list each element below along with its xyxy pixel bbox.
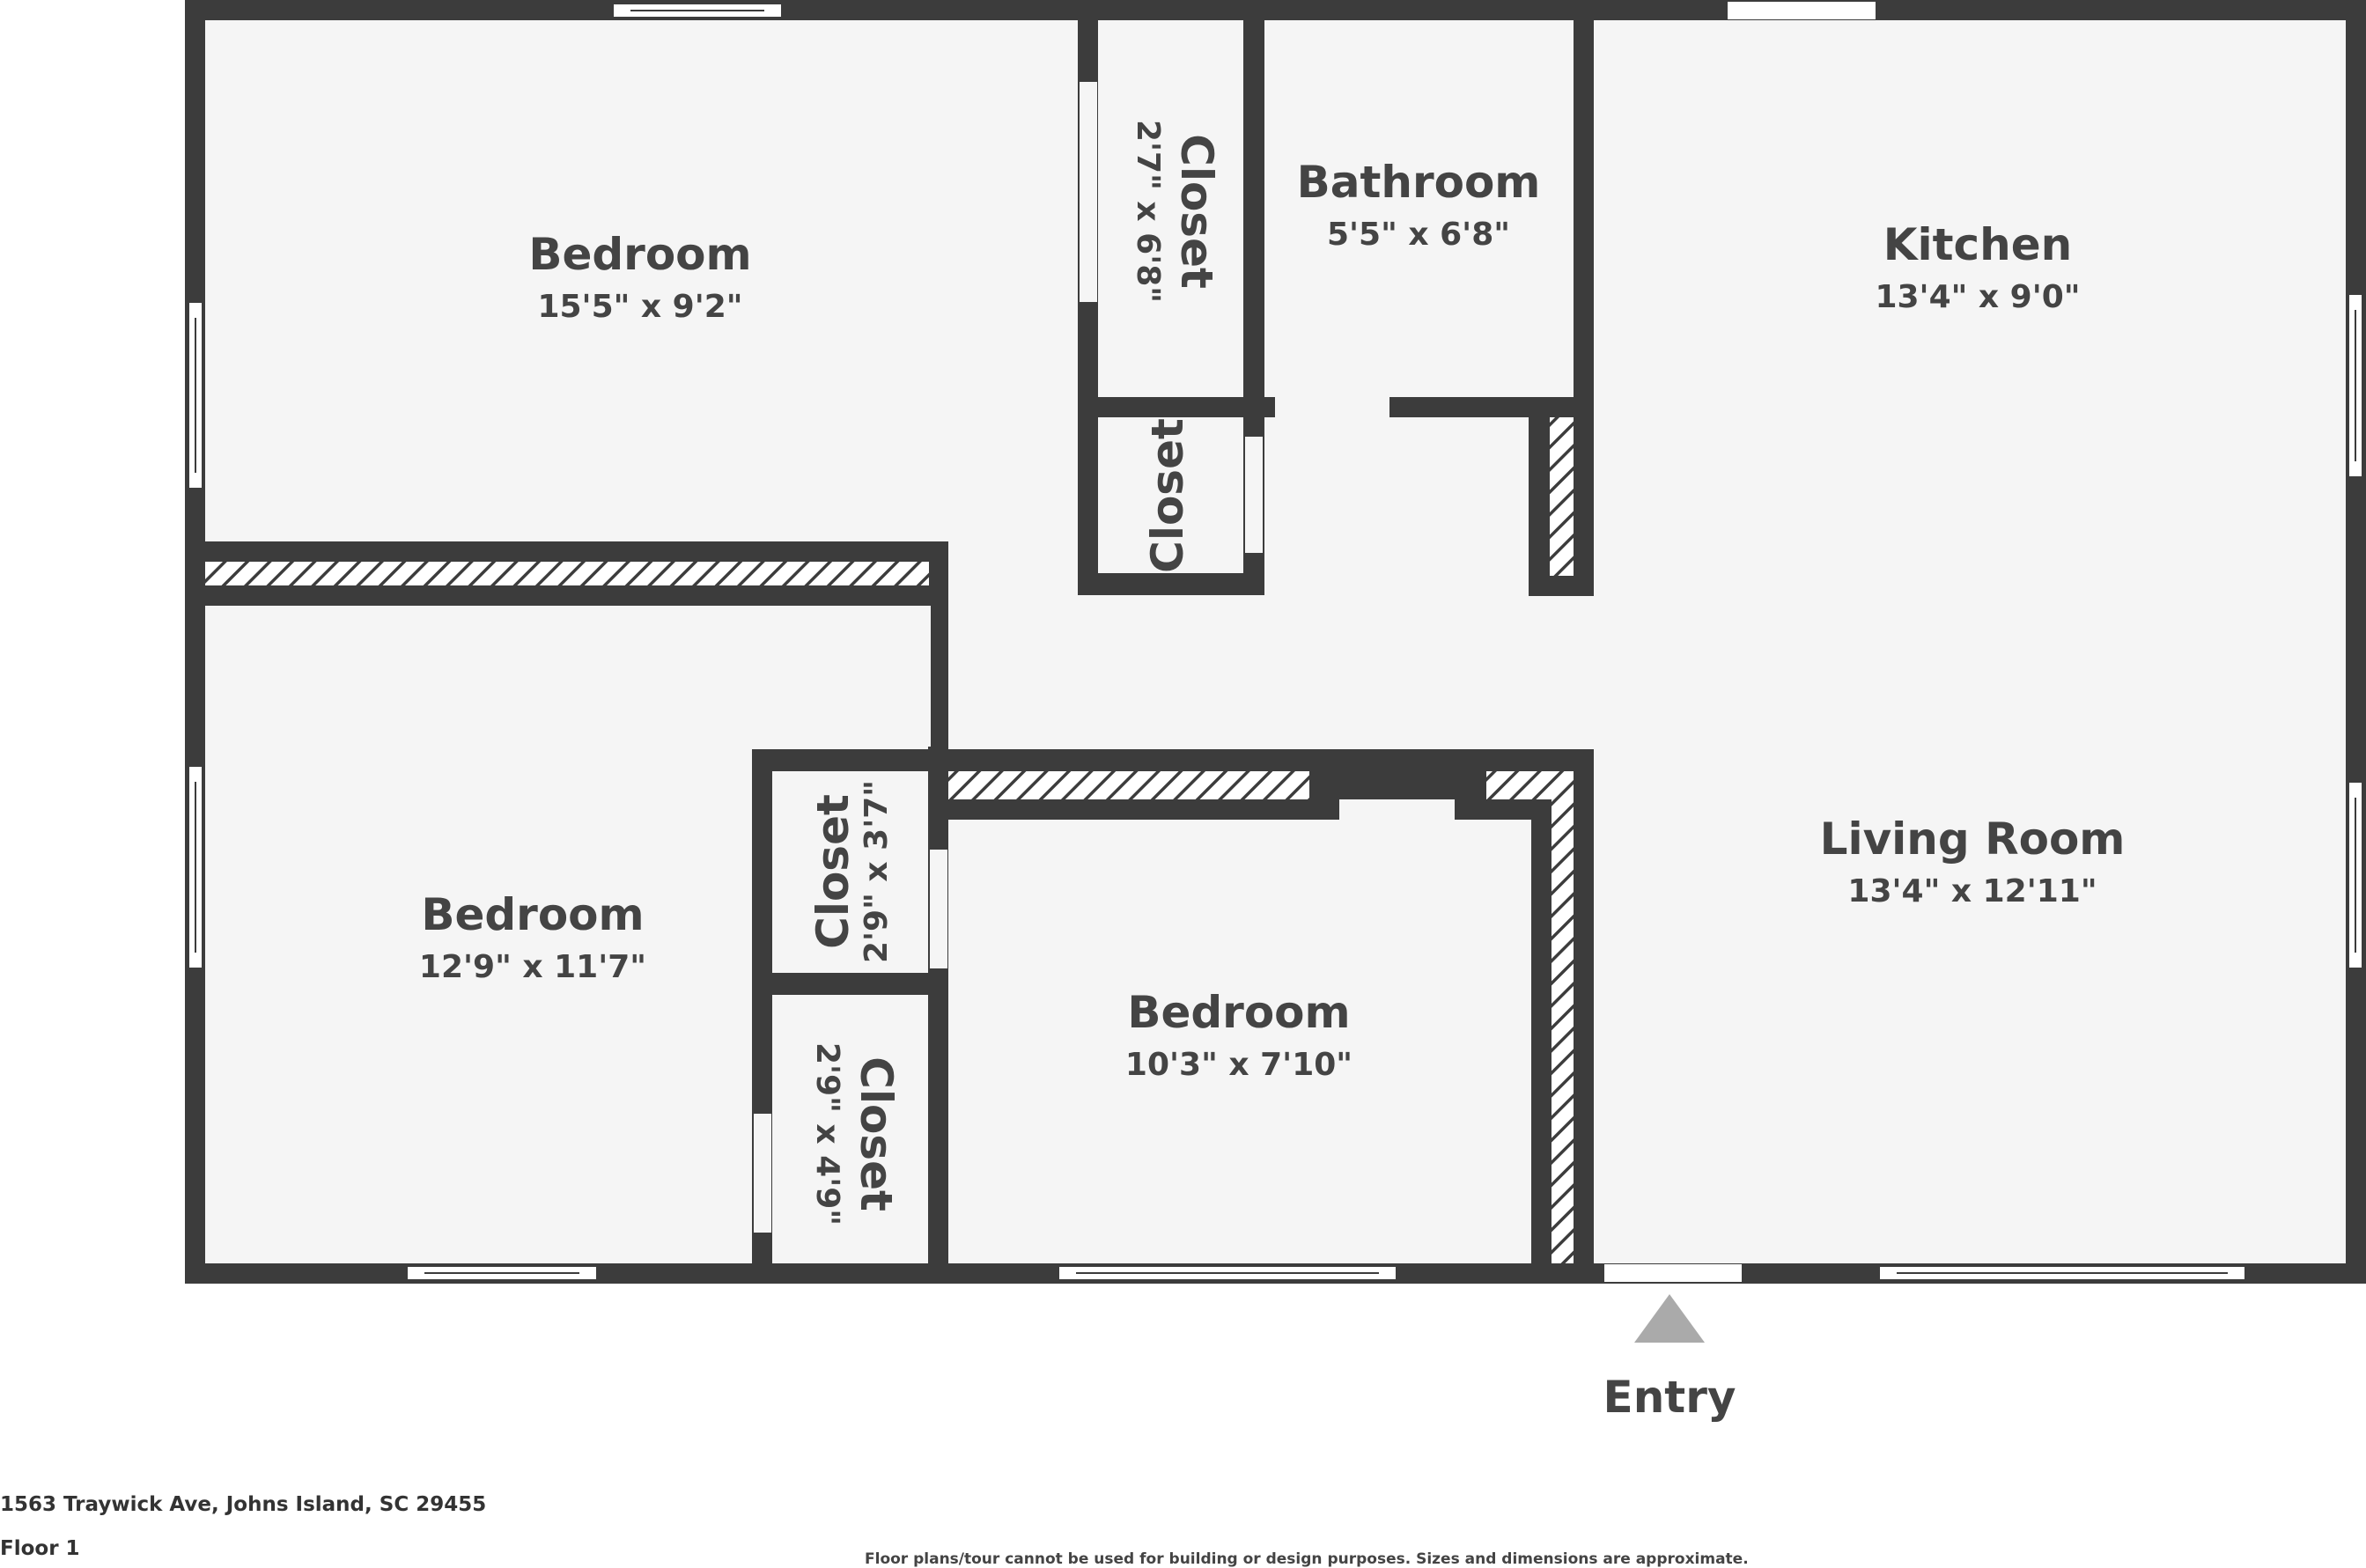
disclaimer: Floor plans/tour cannot be used for buil… (865, 1550, 1749, 1568)
bedroom1-dim: 15'5" x 9'2" (537, 289, 742, 325)
room-floors (205, 20, 2346, 1263)
bedroom2-dim: 12'9" x 11'7" (419, 949, 646, 985)
door-bedroom3 (1339, 799, 1455, 820)
kitchen-name: Kitchen (1883, 219, 2073, 270)
living-room-name: Living Room (1820, 813, 2126, 865)
property-address: 1563 Traywick Ave, Johns Island, SC 2945… (0, 1493, 487, 1516)
living-room-dim: 13'4" x 12'11" (1847, 873, 2097, 909)
hatched-walls (205, 417, 1574, 1263)
entry-label: Entry (1603, 1372, 1736, 1423)
bathroom-floor (1264, 20, 1574, 397)
bathroom-name: Bathroom (1297, 157, 1541, 208)
door-bedroom1 (1080, 82, 1097, 302)
closet1-floor (1098, 20, 1243, 397)
bedroom1-floor (205, 20, 1078, 541)
door-bedroom2 (912, 606, 931, 747)
closet2-name: Closet (1142, 418, 1193, 573)
door-closet2 (1245, 437, 1263, 553)
bedroom2-name: Bedroom (421, 889, 644, 940)
floor-label: Floor 1 (0, 1537, 80, 1560)
bedroom3-floor (948, 820, 1531, 1263)
door-openings (754, 82, 1455, 1233)
bedroom3-dim: 10'3" x 7'10" (1125, 1047, 1353, 1083)
window (1728, 2, 1876, 19)
kitchen-living-floor (1594, 20, 2346, 1263)
kitchen-dim: 13'4" x 9'0" (1875, 279, 2080, 315)
closet3-floor (772, 771, 928, 973)
bedroom1-name: Bedroom (528, 229, 751, 280)
door-closet4 (754, 1114, 771, 1233)
bedroom3-name: Bedroom (1127, 987, 1350, 1038)
windows (188, 2, 2363, 1282)
closet3-dim: 2'9" x 3'7" (859, 780, 895, 963)
closet4-dim: 2'9" x 4'9" (809, 1042, 845, 1226)
entry-arrow-icon (1634, 1294, 1705, 1343)
door-closet3 (930, 850, 947, 968)
closet3-name: Closet (807, 794, 859, 949)
bathroom-dim: 5'5" x 6'8" (1327, 217, 1510, 253)
door-bathroom (1275, 397, 1389, 417)
door-bedroom1-hall (957, 541, 1069, 562)
closet4-name: Closet (851, 1056, 902, 1211)
entry-opening (1604, 1264, 1742, 1282)
closet4-floor (772, 995, 928, 1263)
closet1-name: Closet (1171, 134, 1222, 289)
hall-floor-lower (1263, 573, 1594, 749)
closet1-dim: 2'7" x 6'8" (1130, 120, 1166, 303)
